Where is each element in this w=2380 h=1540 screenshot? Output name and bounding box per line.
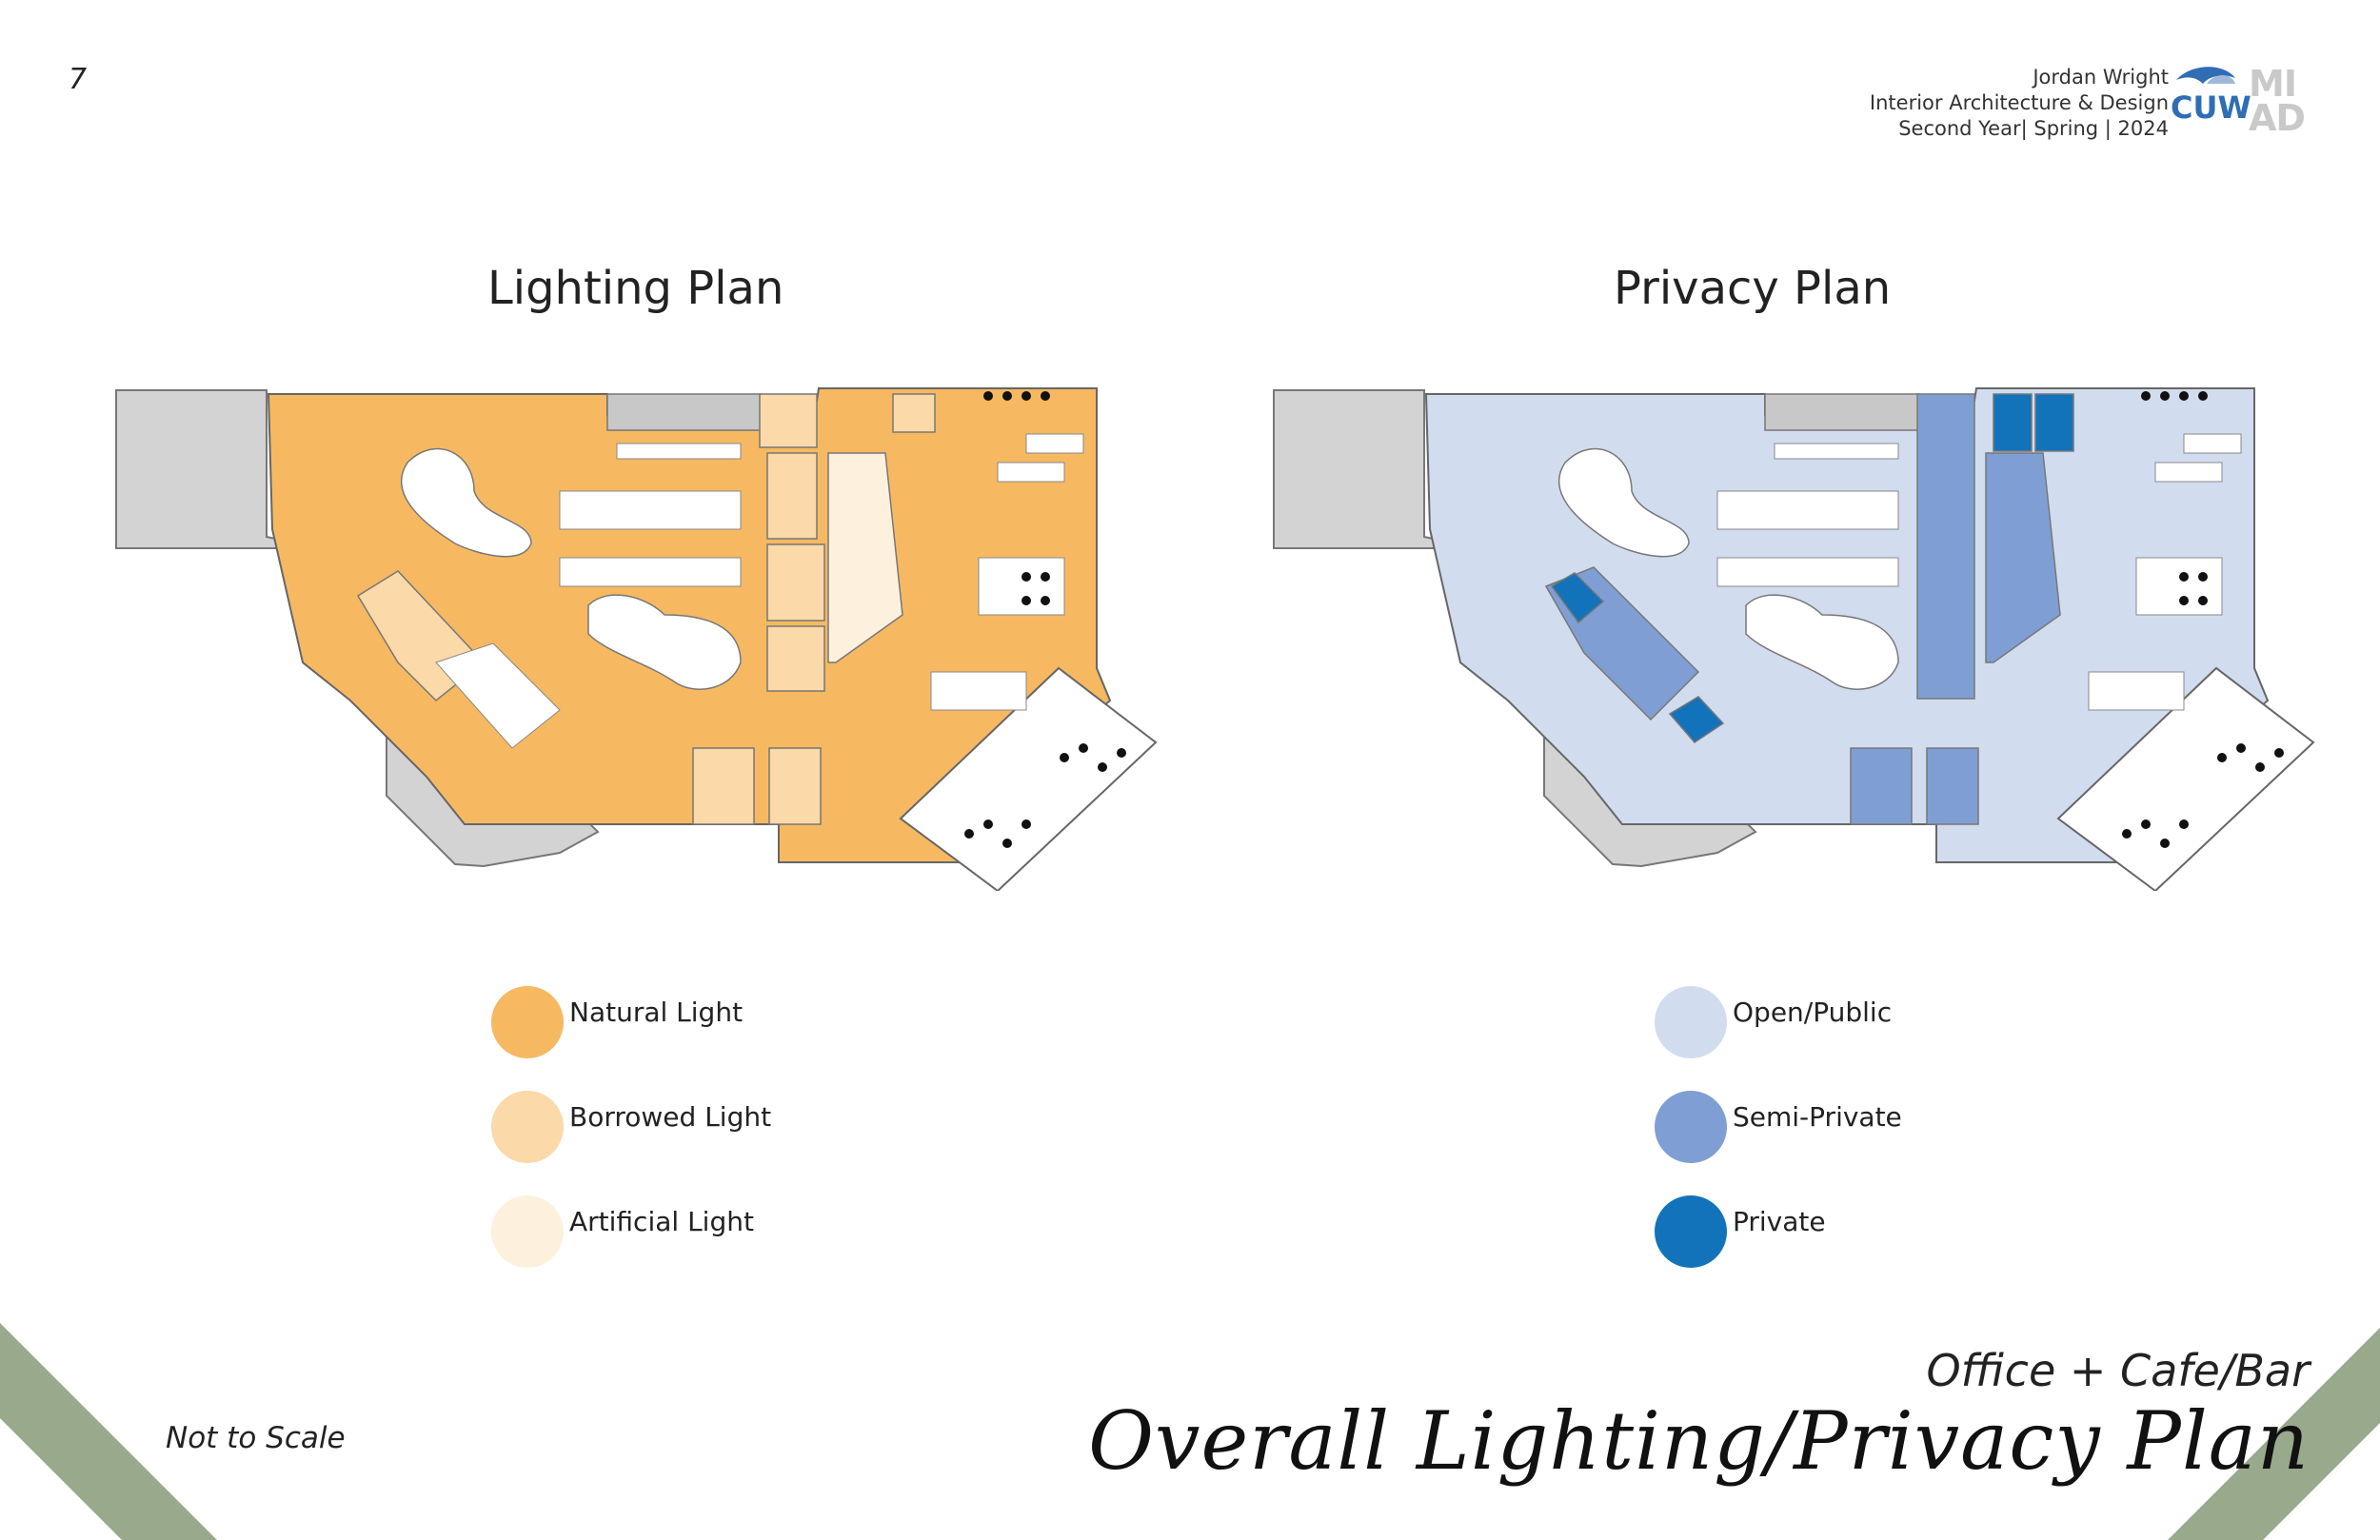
legend-item-semi-private: Semi-Private — [1655, 1091, 1902, 1163]
legend-item-open-public: Open/Public — [1655, 986, 1892, 1058]
legend-item-private: Private — [1655, 1195, 1826, 1268]
header-credits: Jordan Wright Interior Architecture & De… — [1870, 65, 2169, 142]
legend-swatch — [491, 1091, 564, 1163]
legend-label: Artificial Light — [569, 1205, 754, 1237]
miad-logo: MI AD — [2249, 63, 2306, 139]
page-subtitle: Office + Cafe/Bar — [1926, 1345, 2310, 1396]
cuw-logo-text: CUW — [2171, 89, 2251, 126]
legend-swatch — [491, 1195, 564, 1268]
legend-swatch — [491, 986, 564, 1058]
miad-logo-line1: MI — [2249, 63, 2297, 105]
school-logos: CUW MI AD — [2169, 63, 2310, 141]
legend-label: Private — [1733, 1205, 1826, 1237]
legend-swatch — [1655, 1091, 1727, 1163]
privacy-plan-title: Privacy Plan — [1614, 262, 1892, 315]
lighting-floor-plan — [115, 387, 1158, 891]
term-info: Second Year| Spring | 2024 — [1898, 117, 2169, 140]
legend-label: Open/Public — [1733, 996, 1893, 1028]
legend-label: Natural Light — [569, 996, 744, 1028]
legend-swatch — [1655, 1195, 1727, 1268]
lighting-plan-title: Lighting Plan — [487, 262, 784, 315]
corner-accent-left — [0, 1323, 217, 1540]
legend-label: Semi-Private — [1733, 1100, 1902, 1133]
not-to-scale-note: Not to Scale — [166, 1421, 346, 1455]
legend-label: Borrowed Light — [569, 1100, 772, 1133]
cuw-logo-icon: CUW — [2171, 67, 2251, 126]
legend-item-artificial-light: Artificial Light — [491, 1195, 754, 1268]
page-number: 7 — [69, 63, 88, 96]
miad-logo-line2: AD — [2249, 97, 2306, 139]
legend-item-natural-light: Natural Light — [491, 986, 743, 1058]
privacy-floor-plan — [1273, 387, 2315, 891]
program-name: Interior Architecture & Design — [1869, 91, 2169, 114]
corner-accent-right — [2168, 1328, 2380, 1540]
legend-item-borrowed-light: Borrowed Light — [491, 1091, 771, 1163]
legend-swatch — [1655, 986, 1727, 1058]
page-main-title: Overall Lighting/Privacy Plan — [1088, 1394, 2310, 1488]
author-name: Jordan Wright — [2033, 66, 2169, 89]
